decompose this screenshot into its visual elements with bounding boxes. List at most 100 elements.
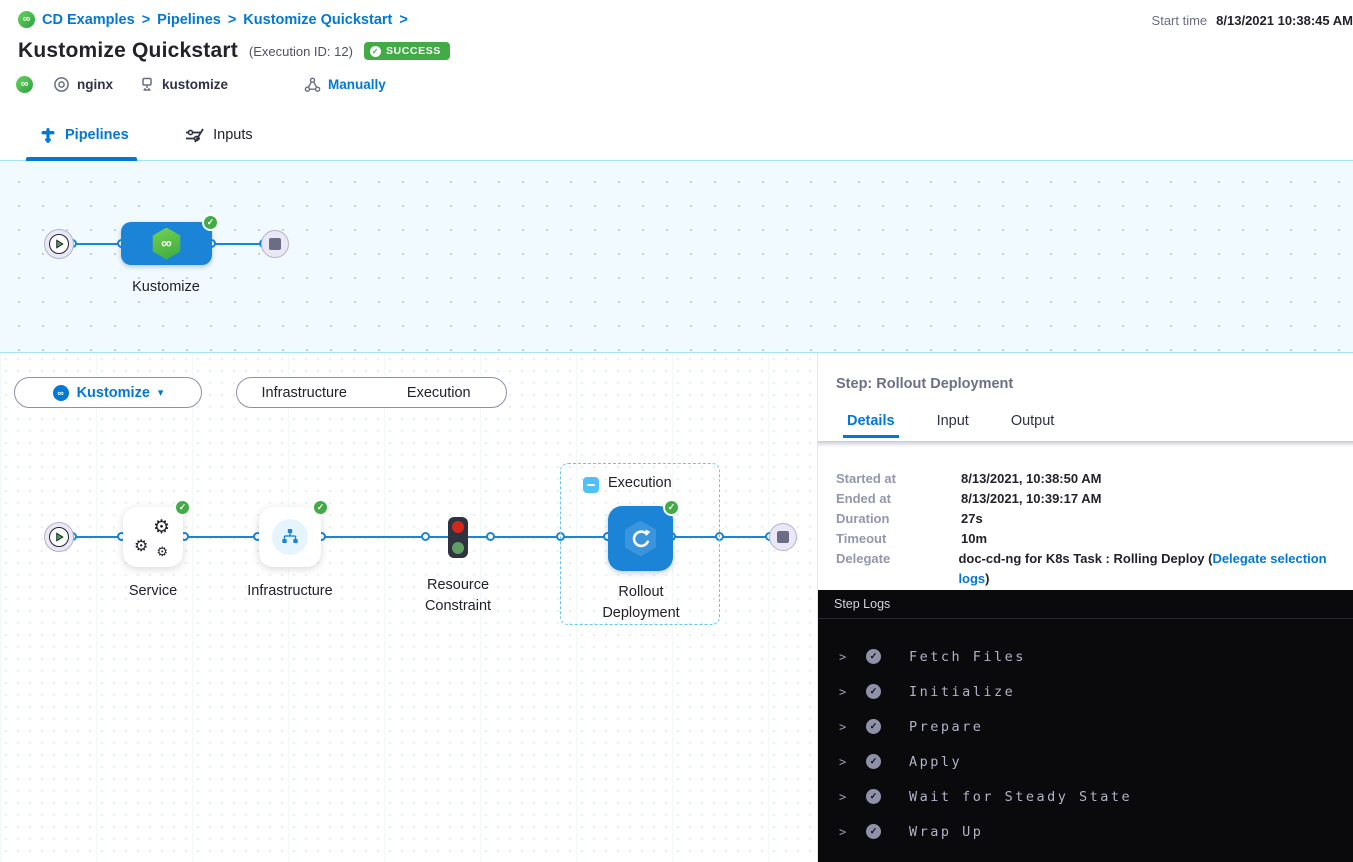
breadcrumb-separator-icon: > bbox=[227, 11, 237, 28]
execution-start-node[interactable] bbox=[44, 522, 74, 552]
status-badge: ✓ SUCCESS bbox=[363, 42, 450, 60]
chevron-right-icon: > bbox=[839, 719, 847, 734]
delegate-value-suffix: ) bbox=[985, 571, 990, 586]
service-meta[interactable]: nginx bbox=[53, 76, 113, 93]
success-check-icon: ✓ bbox=[866, 824, 881, 839]
play-icon bbox=[49, 234, 69, 254]
log-section-fetch-files[interactable]: > ✓ Fetch Files bbox=[818, 639, 1353, 674]
tab-output[interactable]: Output bbox=[1010, 413, 1055, 429]
chevron-right-icon: > bbox=[839, 649, 847, 664]
stop-icon bbox=[777, 531, 789, 543]
log-section-wait-for-steady-state[interactable]: > ✓ Wait for Steady State bbox=[818, 779, 1353, 814]
step-label-service: Service bbox=[128, 583, 178, 599]
breadcrumb-pipelines[interactable]: Pipelines bbox=[157, 11, 221, 28]
step-details-table: Started at 8/13/2021, 10:38:50 AM Ended … bbox=[836, 469, 1353, 589]
trigger-type: Manually bbox=[328, 77, 386, 92]
success-check-icon: ✓ bbox=[866, 754, 881, 769]
connector-dot bbox=[486, 532, 495, 541]
log-section-label: Fetch Files bbox=[909, 648, 1026, 665]
pipelines-icon bbox=[41, 127, 55, 143]
view-tab-bar: Pipelines Inputs bbox=[0, 110, 1353, 161]
delegate-selection-logs-link[interactable]: Delegate selection logs bbox=[958, 551, 1327, 586]
step-details-panel: Step: Rollout Deployment Details Input O… bbox=[817, 353, 1353, 862]
connector-line bbox=[74, 536, 123, 538]
toggle-execution[interactable]: Execution bbox=[406, 384, 471, 401]
detail-row-delegate: Delegate doc-cd-ng for K8s Task : Rollin… bbox=[836, 549, 1353, 589]
detail-value: 10m bbox=[961, 531, 988, 546]
step-node-rollout-deployment[interactable]: ✓ bbox=[608, 499, 680, 571]
trigger-meta[interactable]: Manually bbox=[304, 77, 386, 93]
rollout-refresh-icon bbox=[632, 528, 650, 547]
step-logs-title: Step Logs bbox=[834, 597, 891, 611]
tab-details[interactable]: Details bbox=[843, 413, 899, 438]
breadcrumb-kustomize-quickstart[interactable]: Kustomize Quickstart bbox=[243, 11, 393, 28]
stage-node-kustomize[interactable]: ∞ ✓ bbox=[121, 214, 219, 265]
gears-icon: ⚙ ⚙ ⚙ bbox=[134, 517, 170, 559]
view-toggle: Infrastructure Execution bbox=[236, 377, 507, 408]
detail-label: Started at bbox=[836, 471, 896, 486]
success-check-icon: ✓ bbox=[663, 499, 680, 516]
play-icon bbox=[49, 527, 69, 547]
service-name: nginx bbox=[77, 77, 113, 92]
harness-logo-icon: ∞ bbox=[52, 384, 69, 401]
delegate-value: doc-cd-ng for K8s Task : Rolling Deploy … bbox=[958, 551, 1213, 566]
log-section-prepare[interactable]: > ✓ Prepare bbox=[818, 709, 1353, 744]
connector-line bbox=[74, 243, 122, 245]
detail-row-started-at: Started at 8/13/2021, 10:38:50 AM bbox=[836, 469, 1353, 489]
environment-meta[interactable]: kustomize bbox=[139, 76, 228, 93]
harness-logo-icon: ∞ bbox=[16, 76, 33, 93]
detail-value: 8/13/2021, 10:39:17 AM bbox=[961, 491, 1102, 506]
step-logs-console: Step Logs > ✓ Fetch Files > ✓ Initialize… bbox=[818, 590, 1353, 862]
tab-input[interactable]: Input bbox=[936, 413, 969, 429]
log-section-initialize[interactable]: > ✓ Initialize bbox=[818, 674, 1353, 709]
pipeline-start-node[interactable] bbox=[44, 229, 74, 259]
detail-value: 8/13/2021, 10:38:50 AM bbox=[961, 471, 1102, 486]
breadcrumb-cd-examples[interactable]: CD Examples bbox=[42, 11, 135, 28]
chevron-right-icon: > bbox=[839, 754, 847, 769]
success-check-icon: ✓ bbox=[202, 214, 219, 231]
environment-name: kustomize bbox=[162, 77, 229, 92]
log-section-apply[interactable]: > ✓ Apply bbox=[818, 744, 1353, 779]
pipeline-end-node[interactable] bbox=[261, 230, 289, 258]
stage-selector-dropdown[interactable]: ∞ Kustomize ▾ bbox=[14, 377, 202, 408]
success-check-icon: ✓ bbox=[174, 499, 191, 516]
step-node-infrastructure[interactable]: ✓ bbox=[259, 499, 329, 567]
tab-inputs[interactable]: Inputs bbox=[185, 110, 253, 160]
detail-value: 27s bbox=[961, 511, 983, 526]
step-panel-tabs: Details Input Output bbox=[843, 413, 1055, 438]
start-time-value: 8/13/2021 10:38:45 AM bbox=[1216, 13, 1353, 28]
log-section-label: Initialize bbox=[909, 683, 1016, 700]
pipeline-canvas[interactable]: ∞ ✓ Kustomize bbox=[0, 161, 1353, 353]
tabs-divider bbox=[818, 441, 1353, 447]
toggle-infrastructure[interactable]: Infrastructure bbox=[261, 384, 347, 401]
execution-canvas[interactable]: ∞ Kustomize ▾ Infrastructure Execution ⚙… bbox=[0, 353, 817, 862]
log-section-label: Wrap Up bbox=[909, 823, 984, 840]
execution-group-label: Execution bbox=[608, 475, 672, 491]
connector-line bbox=[321, 536, 448, 538]
tab-pipelines[interactable]: Pipelines bbox=[26, 110, 137, 161]
step-panel-title: Step: Rollout Deployment bbox=[836, 376, 1014, 392]
breadcrumb-separator-icon: > bbox=[399, 11, 408, 28]
resource-constraint-icon[interactable] bbox=[448, 517, 468, 558]
step-logs-header: Step Logs bbox=[818, 590, 1353, 619]
tab-pipelines-label: Pipelines bbox=[65, 127, 129, 143]
success-check-icon: ✓ bbox=[866, 649, 881, 664]
breadcrumb-separator-icon: > bbox=[141, 11, 151, 28]
stage-label: Kustomize bbox=[132, 279, 200, 295]
environment-icon bbox=[142, 77, 152, 91]
service-icon bbox=[54, 77, 69, 92]
step-node-service[interactable]: ⚙ ⚙ ⚙ ✓ bbox=[123, 499, 191, 567]
log-section-wrap-up[interactable]: > ✓ Wrap Up bbox=[818, 814, 1353, 849]
log-section-label: Prepare bbox=[909, 718, 984, 735]
execution-end-node[interactable] bbox=[769, 523, 797, 551]
stop-icon bbox=[269, 238, 281, 250]
tab-inputs-label: Inputs bbox=[213, 127, 253, 143]
start-time: Start time 8/13/2021 10:38:45 AM bbox=[1152, 13, 1353, 28]
start-time-label: Start time bbox=[1151, 13, 1208, 28]
success-check-icon: ✓ bbox=[866, 719, 881, 734]
log-section-label: Wait for Steady State bbox=[909, 788, 1133, 805]
detail-label: Timeout bbox=[836, 531, 887, 546]
collapse-icon[interactable] bbox=[583, 477, 599, 493]
detail-row-ended-at: Ended at 8/13/2021, 10:39:17 AM bbox=[836, 489, 1353, 509]
detail-label: Ended at bbox=[836, 491, 891, 506]
